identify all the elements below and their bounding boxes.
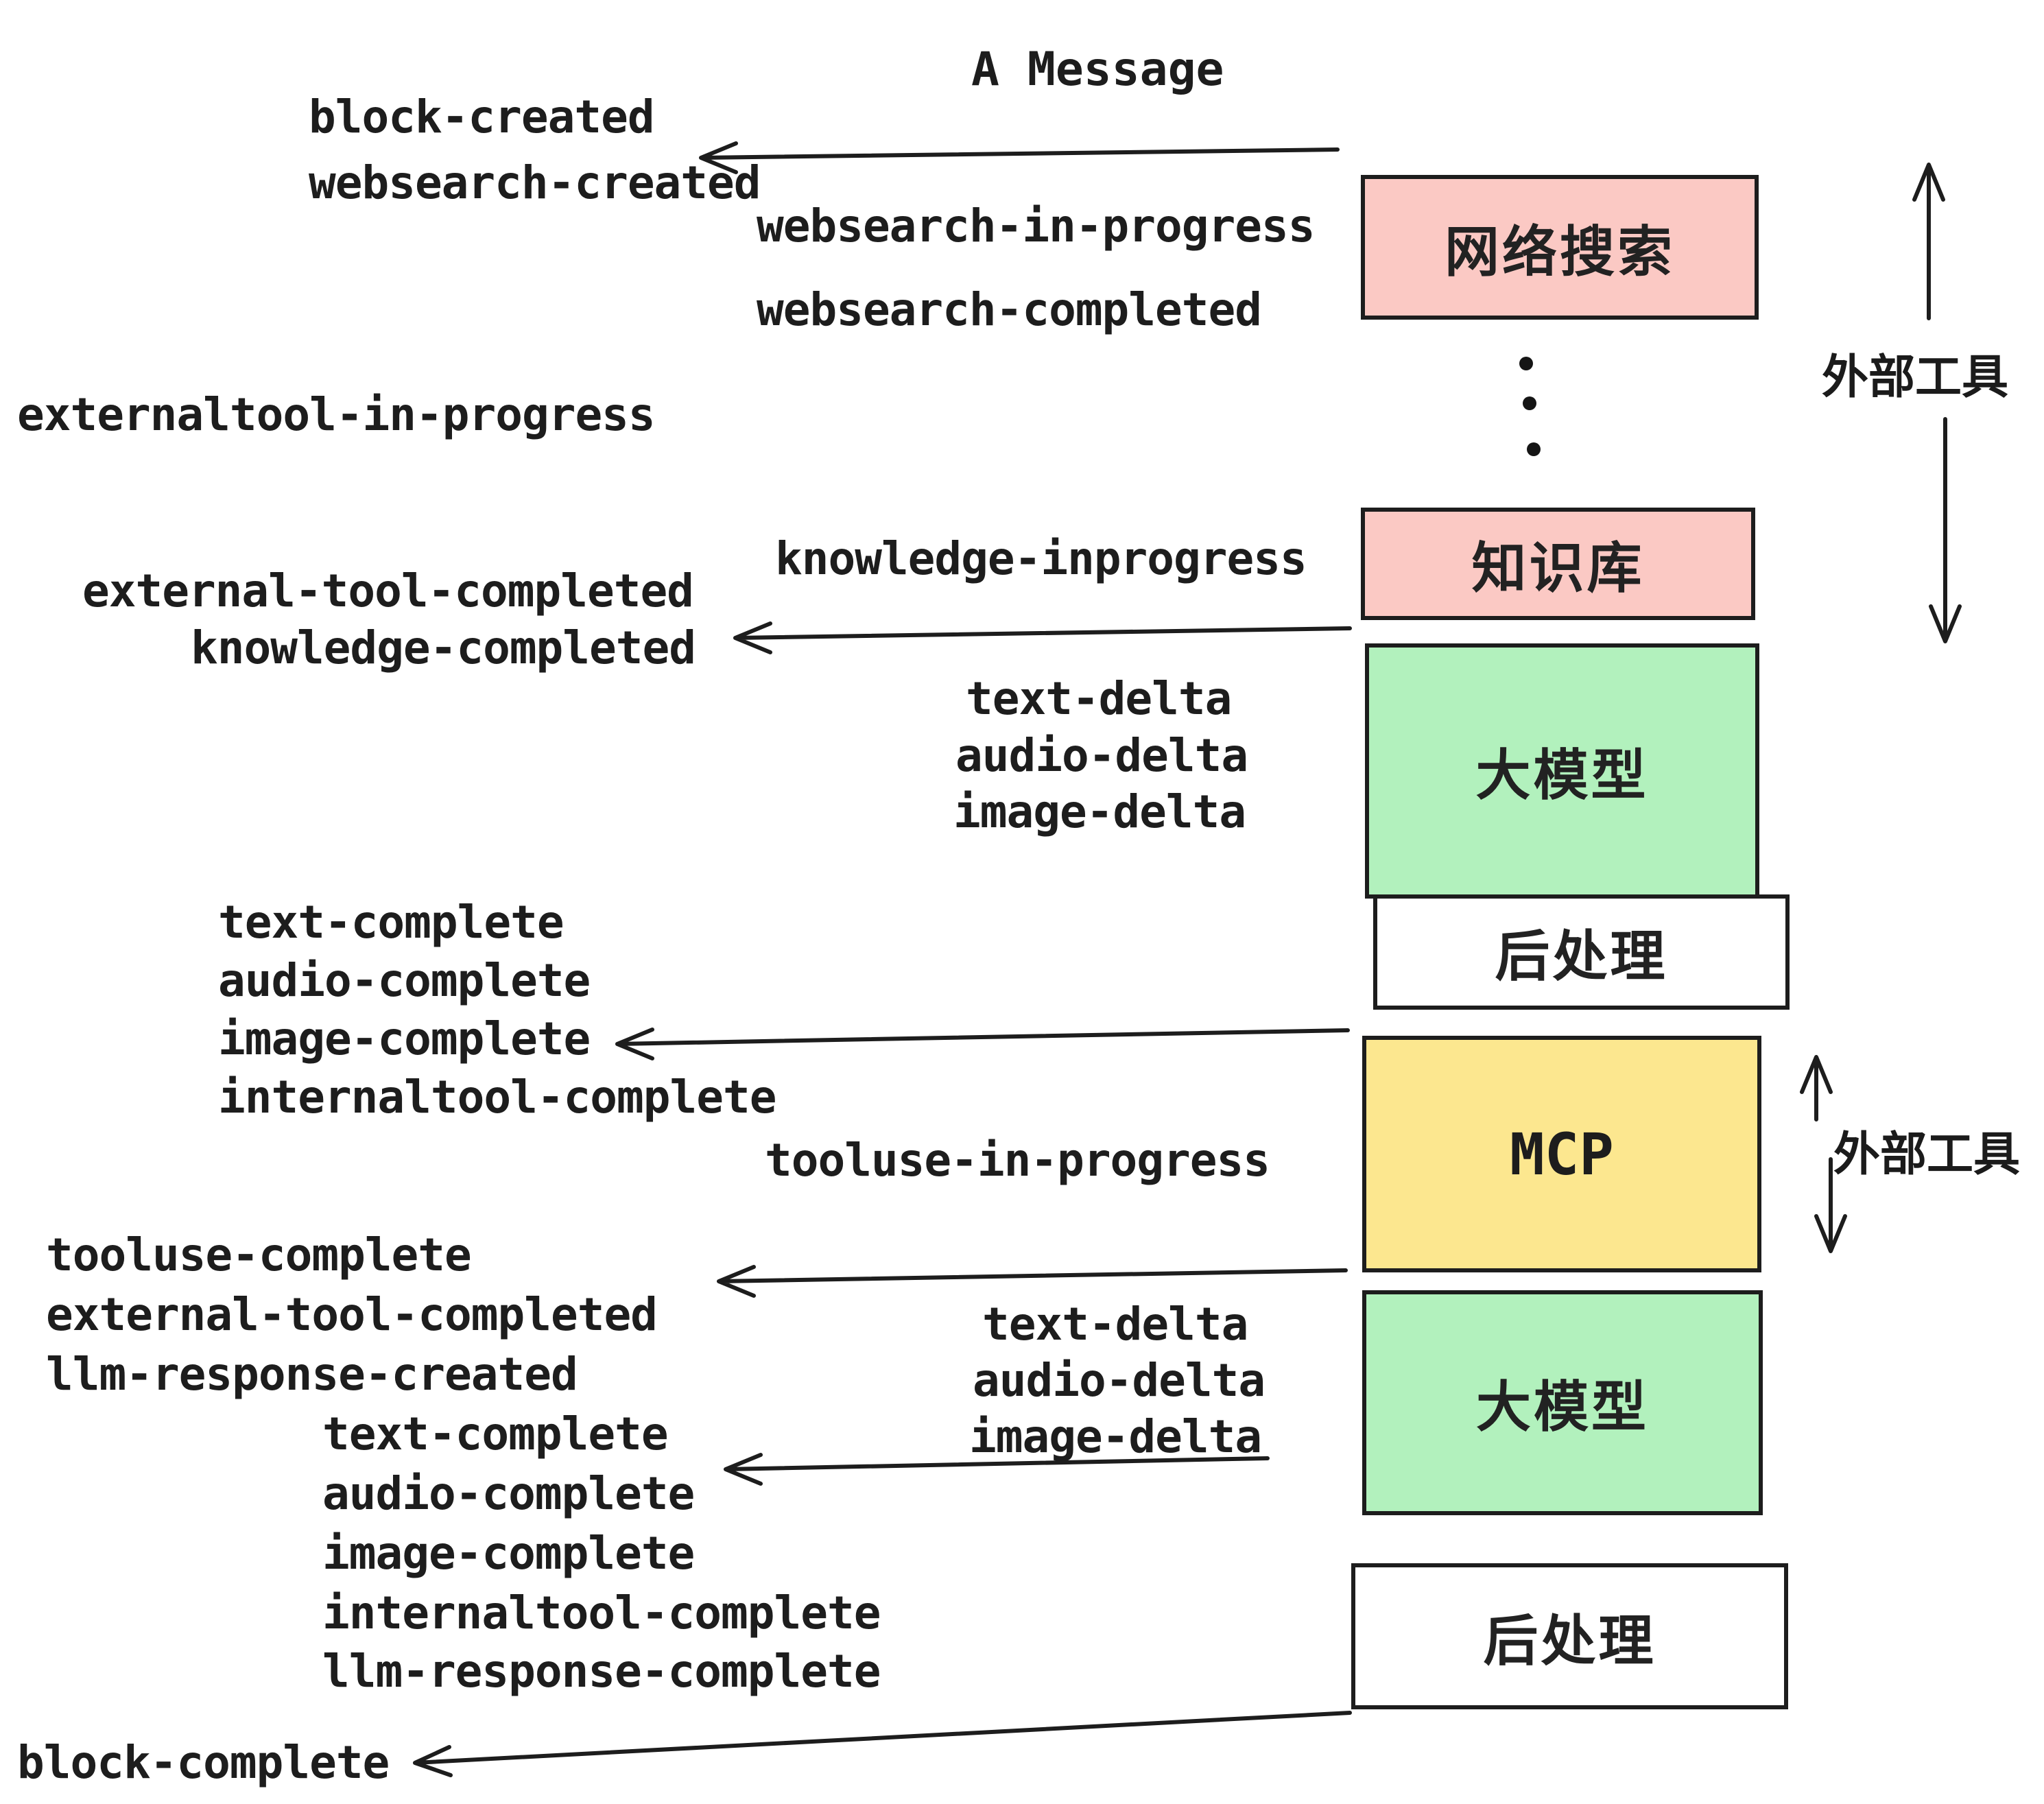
event-label-image-delta-1: image-delta xyxy=(953,785,1246,838)
event-label-block-created: block-created xyxy=(309,91,655,143)
external-tools-up-arrow-2 xyxy=(1800,1055,1833,1121)
event-label-image-complete-1: image-complete xyxy=(218,1012,591,1065)
event-label-external-tool-completed-2: external-tool-completed xyxy=(46,1288,658,1341)
event-label-block-complete: block-complete xyxy=(17,1736,390,1789)
arrow-to-image-complete xyxy=(615,1028,1350,1060)
event-label-image-complete-2: image-complete xyxy=(322,1527,695,1580)
diagram-title: A Message xyxy=(971,43,1224,97)
event-label-image-delta-2: image-delta xyxy=(969,1410,1262,1463)
arrow-to-tooluse-complete xyxy=(717,1265,1348,1298)
box-postprocess-1-label: 后处理 xyxy=(1495,925,1668,988)
box-mcp-label: MCP xyxy=(1510,1120,1614,1188)
event-label-knowledge-inprogress: knowledge-inprogress xyxy=(775,532,1307,585)
event-label-knowledge-completed: knowledge-completed xyxy=(191,621,696,674)
event-label-websearch-in-progress: websearch-in-progress xyxy=(757,200,1315,252)
event-label-externaltool-in-progress: externaltool-in-progress xyxy=(17,388,656,441)
event-label-llm-response-created: llm-response-created xyxy=(46,1348,578,1401)
event-label-tooluse-in-progress: tooluse-in-progress xyxy=(765,1134,1270,1187)
event-label-audio-complete-2: audio-complete xyxy=(322,1467,695,1520)
external-tools-up-arrow-1 xyxy=(1912,163,1945,320)
event-label-audio-delta-2: audio-delta xyxy=(973,1354,1265,1407)
box-llm-2-label: 大模型 xyxy=(1476,1375,1649,1439)
arrow-to-websearch-created xyxy=(699,141,1340,174)
event-label-internaltool-complete-1: internaltool-complete xyxy=(218,1071,776,1124)
event-label-websearch-completed: websearch-completed xyxy=(757,283,1262,336)
box-llm-2: 大模型 xyxy=(1362,1290,1763,1515)
event-label-websearch-created: websearch-created xyxy=(309,156,761,209)
event-label-tooluse-complete: tooluse-complete xyxy=(46,1229,472,1281)
external-tools-label-2: 外部工具 xyxy=(1833,1128,2021,1182)
event-label-text-complete-1: text-complete xyxy=(218,896,565,949)
event-label-audio-complete-1: audio-complete xyxy=(218,954,591,1007)
box-websearch: 网络搜索 xyxy=(1361,175,1759,320)
event-label-text-complete-2: text-complete xyxy=(322,1408,669,1460)
box-llm-1-label: 大模型 xyxy=(1475,744,1649,807)
arrow-to-block-complete xyxy=(413,1711,1352,1777)
box-knowledge: 知识库 xyxy=(1361,508,1755,620)
box-postprocess-2: 后处理 xyxy=(1351,1563,1788,1709)
event-label-text-delta-1: text-delta xyxy=(966,672,1232,725)
event-label-audio-delta-1: audio-delta xyxy=(955,729,1248,782)
arrow-to-knowledge-completed xyxy=(733,621,1352,654)
box-websearch-label: 网络搜索 xyxy=(1445,219,1675,284)
event-label-internaltool-complete-2: internaltool-complete xyxy=(322,1587,881,1639)
ellipsis-dot xyxy=(1527,442,1541,456)
ellipsis-dot xyxy=(1519,357,1533,370)
box-postprocess-2-label: 后处理 xyxy=(1483,1609,1656,1673)
box-llm-1: 大模型 xyxy=(1365,643,1759,899)
box-knowledge-label: 知识库 xyxy=(1471,536,1645,600)
external-tools-label-1: 外部工具 xyxy=(1822,351,2009,405)
event-label-external-tool-completed-1: external-tool-completed xyxy=(82,565,694,617)
ellipsis-dot xyxy=(1523,396,1536,410)
external-tools-down-arrow-1 xyxy=(1929,417,1962,643)
event-label-text-delta-2: text-delta xyxy=(982,1298,1248,1351)
box-postprocess-1: 后处理 xyxy=(1373,894,1790,1010)
box-mcp: MCP xyxy=(1362,1036,1761,1272)
event-label-llm-response-complete: llm-response-complete xyxy=(322,1645,881,1698)
